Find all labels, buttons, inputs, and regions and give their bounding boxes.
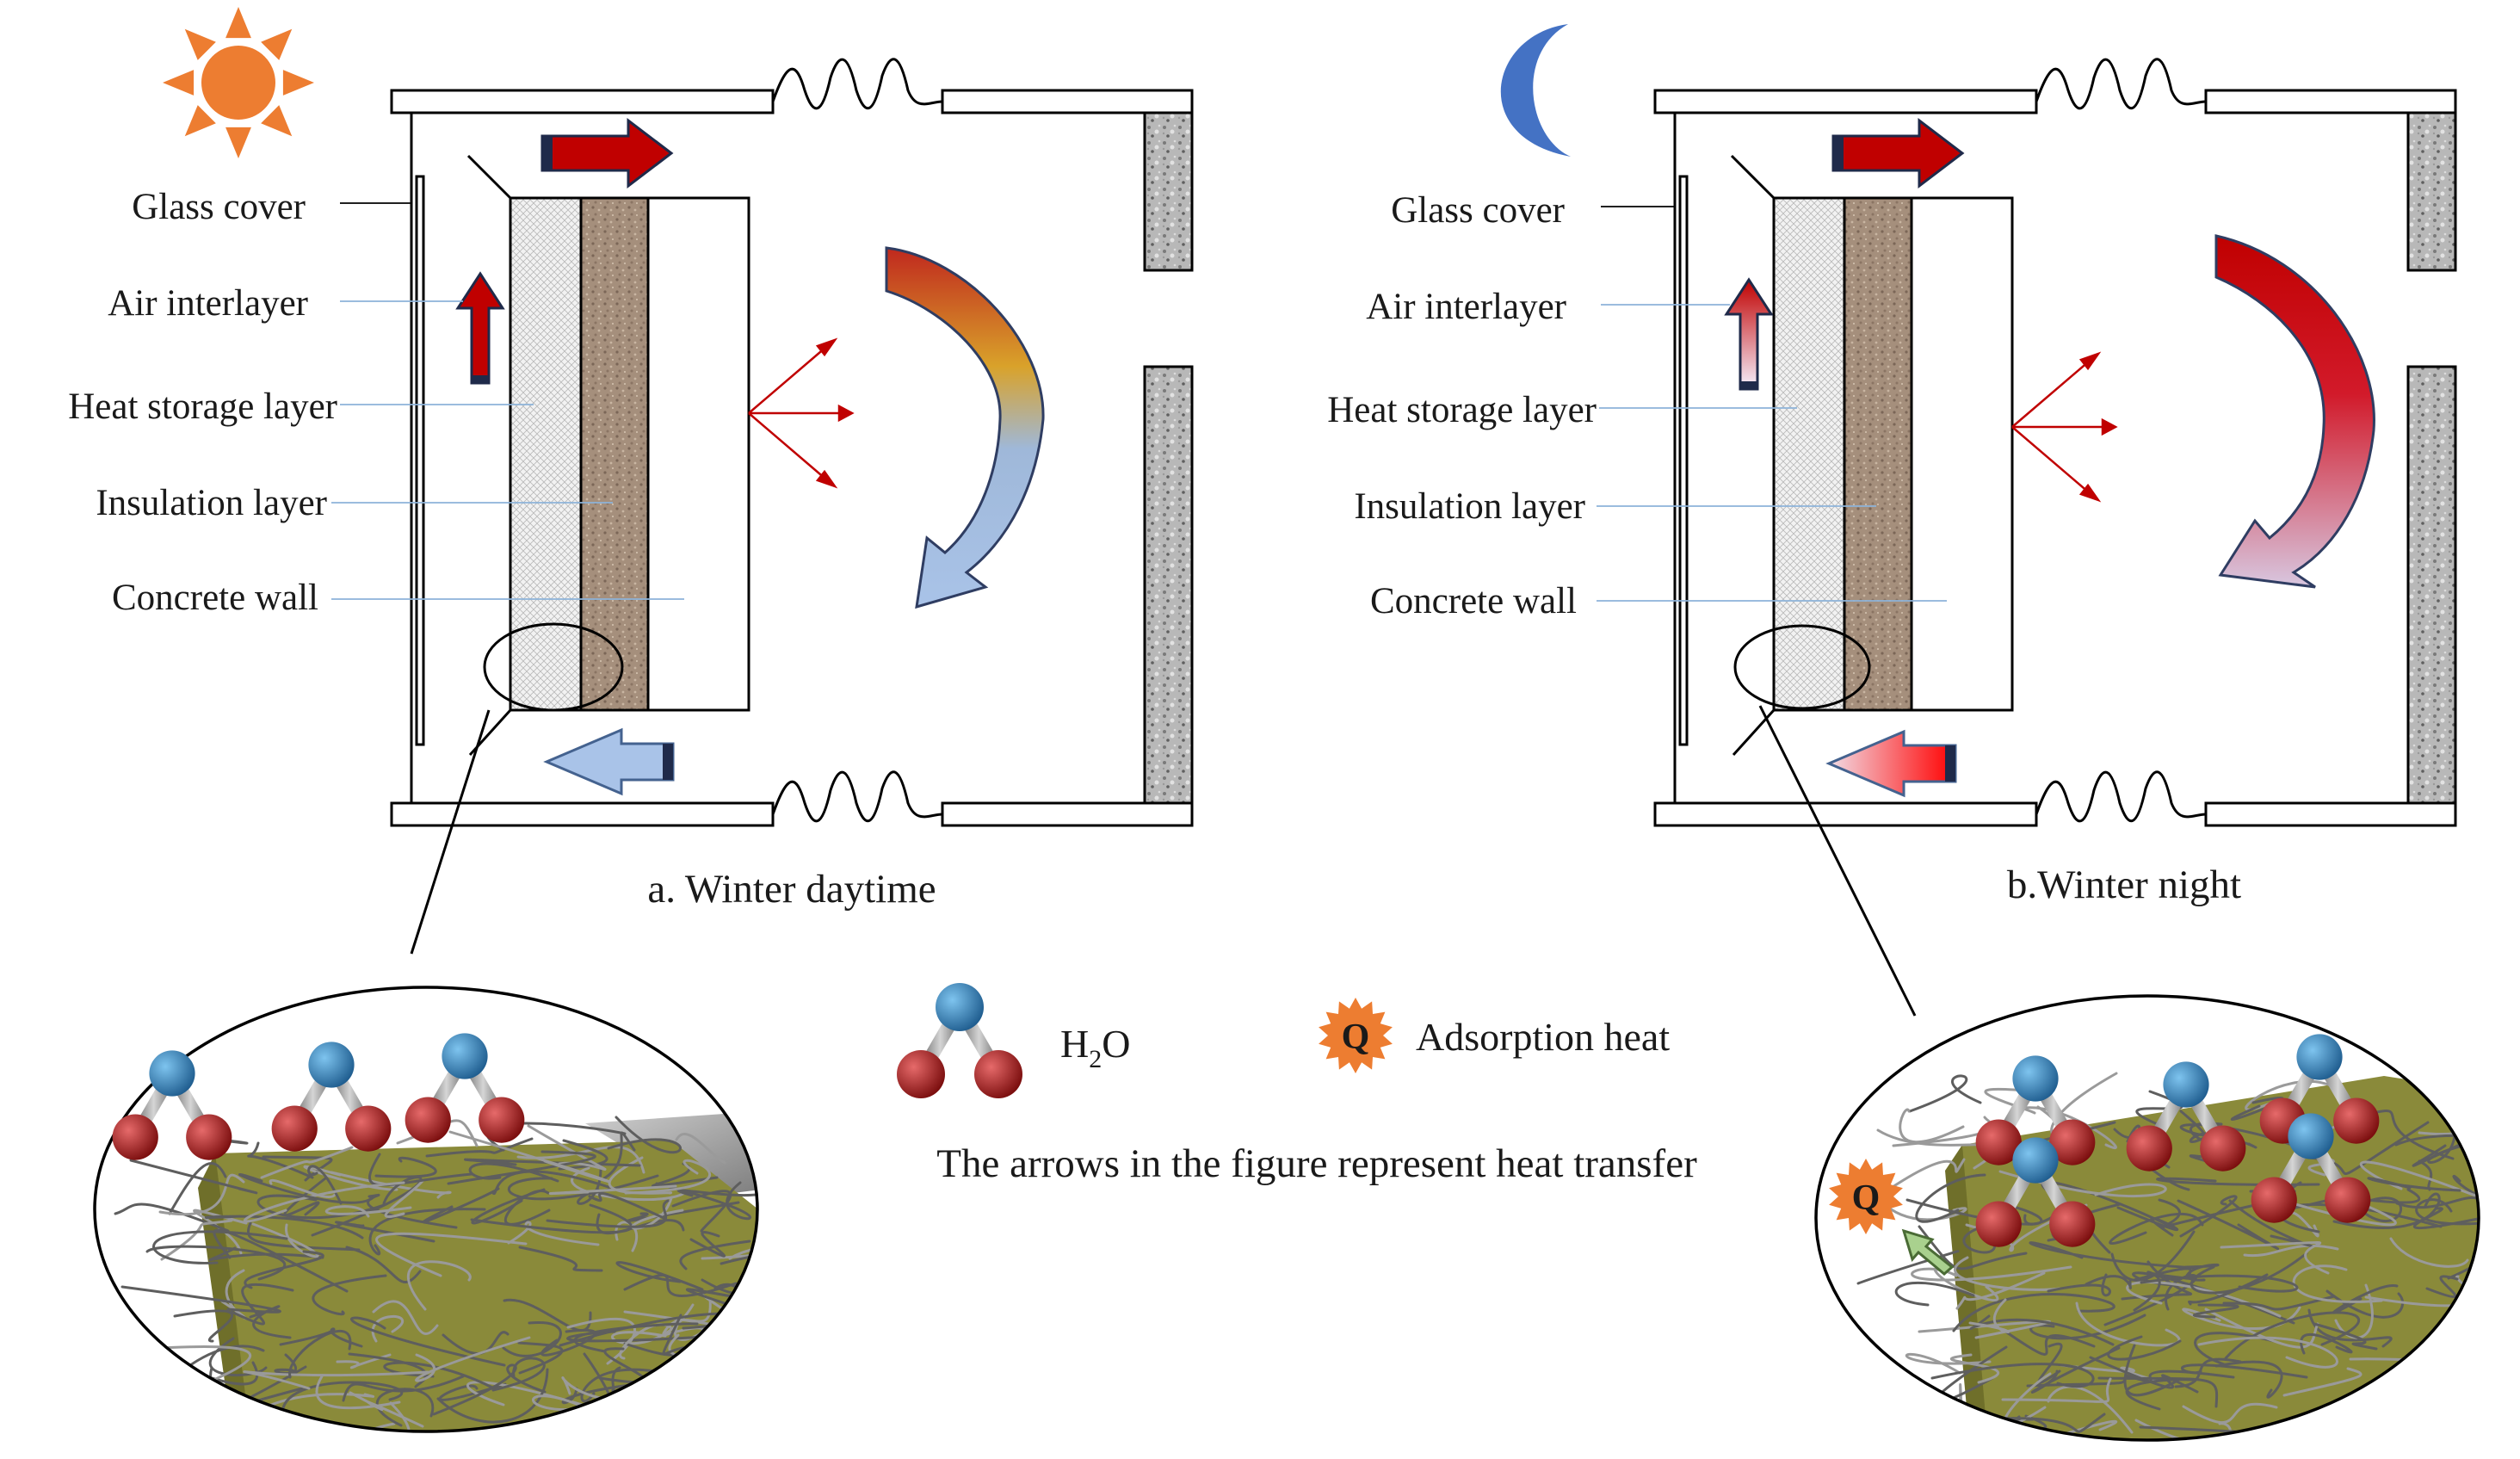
heat-transfer-note: The arrows in the figure represent heat … [936, 1141, 1697, 1186]
right-wall-lower [2406, 365, 2457, 805]
roof-slab-left [1653, 89, 2038, 114]
top-vent [466, 154, 512, 200]
panel-winter-night: Glass cover Air interlayer Heat storage … [1327, 24, 2457, 1017]
upper-airflow-arrow [540, 117, 674, 189]
floor-slab-right [2204, 801, 2457, 827]
zoom-leader-a [410, 709, 491, 955]
water-molecule-icon [897, 983, 1022, 1098]
svg-text:Q: Q [1852, 1178, 1881, 1218]
water-molecule [2126, 1061, 2246, 1172]
water-molecule [897, 983, 1022, 1098]
zoom-detail-daytime [93, 986, 759, 1433]
heat-storage-layer [1772, 196, 1846, 712]
label-concrete-wall: Concrete wall [112, 578, 318, 618]
panel-a-labels: Glass cover Air interlayer Heat storage … [68, 187, 337, 618]
label-glass-cover: Glass cover [132, 187, 306, 227]
circulation-arc [2214, 234, 2375, 589]
label-leaders [1597, 206, 1947, 602]
floor-slab-left [390, 801, 775, 827]
water-molecule [2251, 1113, 2371, 1223]
svg-text:Q: Q [1342, 1017, 1370, 1057]
glass-cover [1678, 175, 1689, 746]
water-molecules-free [112, 1033, 525, 1160]
label-leaders [331, 202, 684, 600]
roof-slab-left [390, 89, 775, 114]
water-molecule [2259, 1034, 2380, 1144]
lower-return-arrow [1825, 729, 1957, 798]
glass-cover [415, 175, 425, 746]
rising-air-arrow [455, 271, 505, 385]
water-molecule [1975, 1137, 2096, 1247]
insulation-layer [1843, 196, 1913, 712]
heat-release-arrow [1901, 1228, 1955, 1276]
label-heat-storage-layer: Heat storage layer [1327, 390, 1597, 430]
label-heat-storage-layer: Heat storage layer [68, 386, 337, 427]
roof-spring [2035, 58, 2207, 110]
roof-spring [771, 58, 943, 110]
upper-airflow-arrow [1831, 117, 1965, 189]
detail-marker [483, 622, 624, 712]
floor-slab-right [941, 801, 1194, 827]
water-molecule [405, 1033, 525, 1143]
label-concrete-wall: Concrete wall [1370, 581, 1577, 621]
concrete-wall [646, 196, 750, 712]
panel-b-labels: Glass cover Air interlayer Heat storage … [1327, 190, 1597, 621]
caption-winter-daytime: a. Winter daytime [647, 867, 936, 912]
panel-winter-daytime: Glass cover Air interlayer Heat storage … [68, 7, 1194, 955]
caption-winter-night: b.Winter night [2007, 862, 2241, 907]
roof-slab-right [2204, 89, 2457, 114]
water-molecule [112, 1050, 232, 1160]
label-insulation-layer: Insulation layer [96, 483, 327, 523]
sun-icon [163, 7, 314, 158]
adsorption-heat-icon: Q [1319, 998, 1393, 1073]
right-wall-upper [2406, 111, 2457, 272]
zoom-leader-b [1758, 705, 1917, 1017]
legend-heat-label: Adsorption heat [1416, 1015, 1670, 1059]
lower-return-arrow [543, 727, 675, 796]
circulation-arc [885, 246, 1045, 609]
floor-spring [771, 770, 943, 823]
roof-slab-right [941, 89, 1194, 114]
concrete-wall [1910, 196, 2014, 712]
detail-marker [1733, 624, 1871, 710]
released-heat-icon: Q [1829, 1159, 1903, 1234]
insulation-layer [579, 196, 650, 712]
rising-air-arrow [1724, 277, 1774, 391]
legend: H2O Q Adsorption heat The arrows in the … [897, 983, 1697, 1186]
floor-spring [2035, 770, 2207, 823]
label-insulation-layer: Insulation layer [1354, 486, 1585, 527]
radiation-arrows [748, 337, 855, 489]
water-molecule [271, 1042, 392, 1152]
heat-storage-layer [509, 196, 583, 712]
zoom-ellipse [1814, 994, 2480, 1442]
water-molecules-adsorbed [1975, 1034, 2380, 1247]
floor-slab-left [1653, 801, 2038, 827]
right-wall-upper [1143, 111, 1194, 272]
label-air-interlayer: Air interlayer [1366, 287, 1566, 327]
bottom-vent [1732, 708, 1776, 757]
label-air-interlayer: Air interlayer [108, 283, 308, 324]
label-glass-cover: Glass cover [1391, 190, 1565, 231]
moon-icon [1500, 24, 1571, 157]
zoom-ellipse [93, 986, 759, 1433]
water-molecule [1975, 1055, 2096, 1165]
top-vent [1730, 154, 1776, 200]
radiation-arrows [2011, 351, 2118, 503]
legend-water-label: H2O [1060, 1022, 1130, 1073]
right-wall-lower [1143, 365, 1194, 805]
zoom-detail-night: Q [1814, 994, 2480, 1442]
